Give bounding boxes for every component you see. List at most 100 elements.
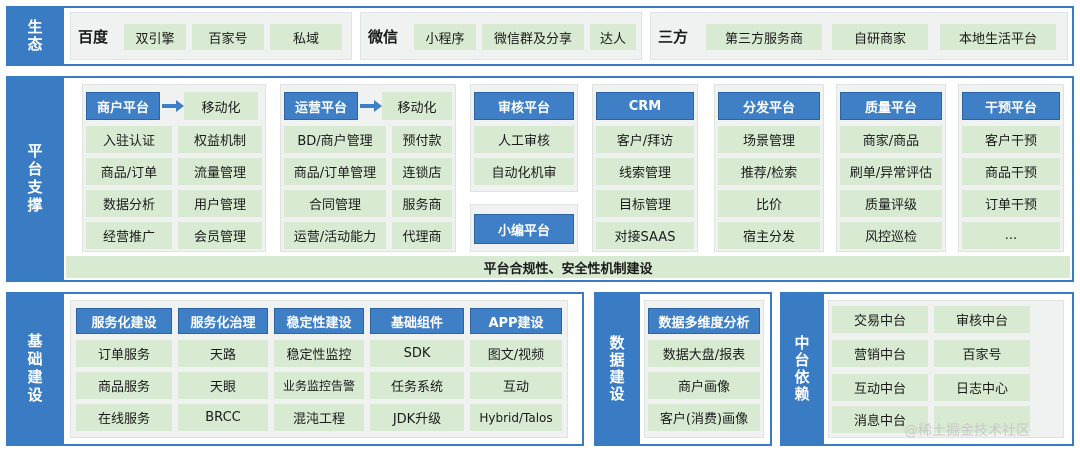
ops-item: 连锁店 [392, 158, 452, 185]
data-title: 数据多维度分析 [648, 308, 760, 334]
merchant-item: 数据分析 [86, 190, 172, 217]
intervene-item: ... [962, 222, 1060, 249]
crm-item: 目标管理 [596, 190, 694, 217]
middle-item: 日志中心 [934, 374, 1030, 401]
ops-item: 预付款 [392, 126, 452, 153]
infra-item: 订单服务 [76, 340, 172, 367]
merchant-mobile: 移动化 [184, 92, 258, 120]
middle-item: 百家号 [934, 340, 1030, 367]
platform-label: 平台支撑 [25, 143, 44, 215]
infra-item: 商品服务 [76, 372, 172, 399]
merchant-item: 会员管理 [178, 222, 262, 249]
infra-col-title: APP建设 [470, 308, 562, 334]
intervene-title: 干预平台 [962, 92, 1060, 120]
dist-title: 分发平台 [718, 92, 820, 120]
ops-item: 代理商 [392, 222, 452, 249]
audit-title: 审核平台 [474, 92, 574, 120]
platform-band: 平台支撑 [6, 76, 62, 282]
dist-item: 场景管理 [718, 126, 820, 153]
infra-label: 基础建设 [25, 333, 44, 405]
eco-third-item: 自研商家 [832, 24, 928, 50]
ops-item: 合同管理 [284, 190, 386, 217]
eco-band: 生态 [6, 6, 62, 66]
ops-item: 服务商 [392, 190, 452, 217]
middle-item: 消息中台 [832, 406, 928, 433]
infra-item: 图文/视频 [470, 340, 562, 367]
infra-col-title: 基础组件 [370, 308, 464, 334]
eco-weixin-title: 微信 [368, 27, 399, 46]
eco-baidu-title: 百度 [78, 27, 109, 46]
eco-label: 生态 [25, 19, 44, 53]
arrow-right-icon [162, 100, 184, 112]
data-label: 数据建设 [607, 335, 626, 403]
quality-item: 质量评级 [840, 190, 942, 217]
quality-item: 商家/商品 [840, 126, 942, 153]
eco-baidu-item: 双引擎 [124, 24, 186, 50]
infra-col-title: 服务化治理 [178, 308, 268, 334]
middle-item [934, 406, 1030, 433]
merchant-item: 经营推广 [86, 222, 172, 249]
middle-label: 中台依赖 [792, 335, 811, 403]
infra-item: 业务监控告警 [274, 372, 364, 399]
merchant-item: 流量管理 [178, 158, 262, 185]
infra-col-title: 服务化建设 [76, 308, 172, 334]
eco-weixin-item: 小程序 [414, 24, 476, 50]
ops-item: BD/商户管理 [284, 126, 386, 153]
infra-item: 混沌工程 [274, 404, 364, 431]
compliance-strip: 平台合规性、安全性机制建设 [66, 256, 1070, 278]
infra-item: 稳定性监控 [274, 340, 364, 367]
eco-weixin-item: 微信群及分享 [482, 24, 584, 50]
dist-item: 推荐/检索 [718, 158, 820, 185]
editor-title: 小编平台 [474, 214, 574, 244]
infra-band: 基础建设 [6, 292, 62, 446]
data-item: 商户画像 [648, 372, 760, 399]
infra-item: BRCC [178, 404, 268, 431]
merchant-item: 入驻认证 [86, 126, 172, 153]
infra-item: JDK升级 [370, 404, 464, 431]
middle-item: 审核中台 [934, 306, 1030, 333]
middle-item: 交易中台 [832, 306, 928, 333]
intervene-item: 商品干预 [962, 158, 1060, 185]
middle-band: 中台依赖 [780, 292, 822, 446]
ops-mobile: 移动化 [382, 92, 452, 120]
ops-item: 运营/活动能力 [284, 222, 386, 249]
data-item: 客户(消费)画像 [648, 404, 760, 431]
crm-title: CRM [596, 92, 694, 120]
infra-item: 天路 [178, 340, 268, 367]
eco-third-title: 三方 [658, 27, 689, 46]
merchant-item: 商品/订单 [86, 158, 172, 185]
middle-item: 互动中台 [832, 374, 928, 401]
crm-item: 对接SAAS [596, 222, 694, 249]
quality-title: 质量平台 [840, 92, 942, 120]
merchant-item: 权益机制 [178, 126, 262, 153]
ops-item: 商品/订单管理 [284, 158, 386, 185]
eco-third-item: 本地生活平台 [940, 24, 1056, 50]
intervene-item: 客户干预 [962, 126, 1060, 153]
eco-baidu-item: 百家号 [192, 24, 264, 50]
merchant-title: 商户平台 [86, 92, 160, 120]
infra-item: 在线服务 [76, 404, 172, 431]
crm-item: 线索管理 [596, 158, 694, 185]
data-item: 数据大盘/报表 [648, 340, 760, 367]
infra-item: SDK [370, 340, 464, 367]
eco-weixin-item: 达人 [590, 24, 636, 50]
infra-col-title: 稳定性建设 [274, 308, 364, 334]
audit-item: 自动化机审 [474, 158, 574, 185]
eco-third-item: 第三方服务商 [706, 24, 822, 50]
infra-item: Hybrid/Talos [470, 404, 562, 431]
data-band: 数据建设 [594, 292, 638, 446]
infra-item: 天眼 [178, 372, 268, 399]
ops-title: 运营平台 [284, 92, 358, 120]
middle-item: 营销中台 [832, 340, 928, 367]
intervene-item: 订单干预 [962, 190, 1060, 217]
infra-item: 互动 [470, 372, 562, 399]
arrow-right-icon [360, 100, 382, 112]
quality-item: 刷单/异常评估 [840, 158, 942, 185]
quality-item: 风控巡检 [840, 222, 942, 249]
dist-item: 比价 [718, 190, 820, 217]
audit-item: 人工审核 [474, 126, 574, 153]
dist-item: 宿主分发 [718, 222, 820, 249]
merchant-item: 用户管理 [178, 190, 262, 217]
eco-baidu-item: 私域 [270, 24, 342, 50]
crm-item: 客户/拜访 [596, 126, 694, 153]
